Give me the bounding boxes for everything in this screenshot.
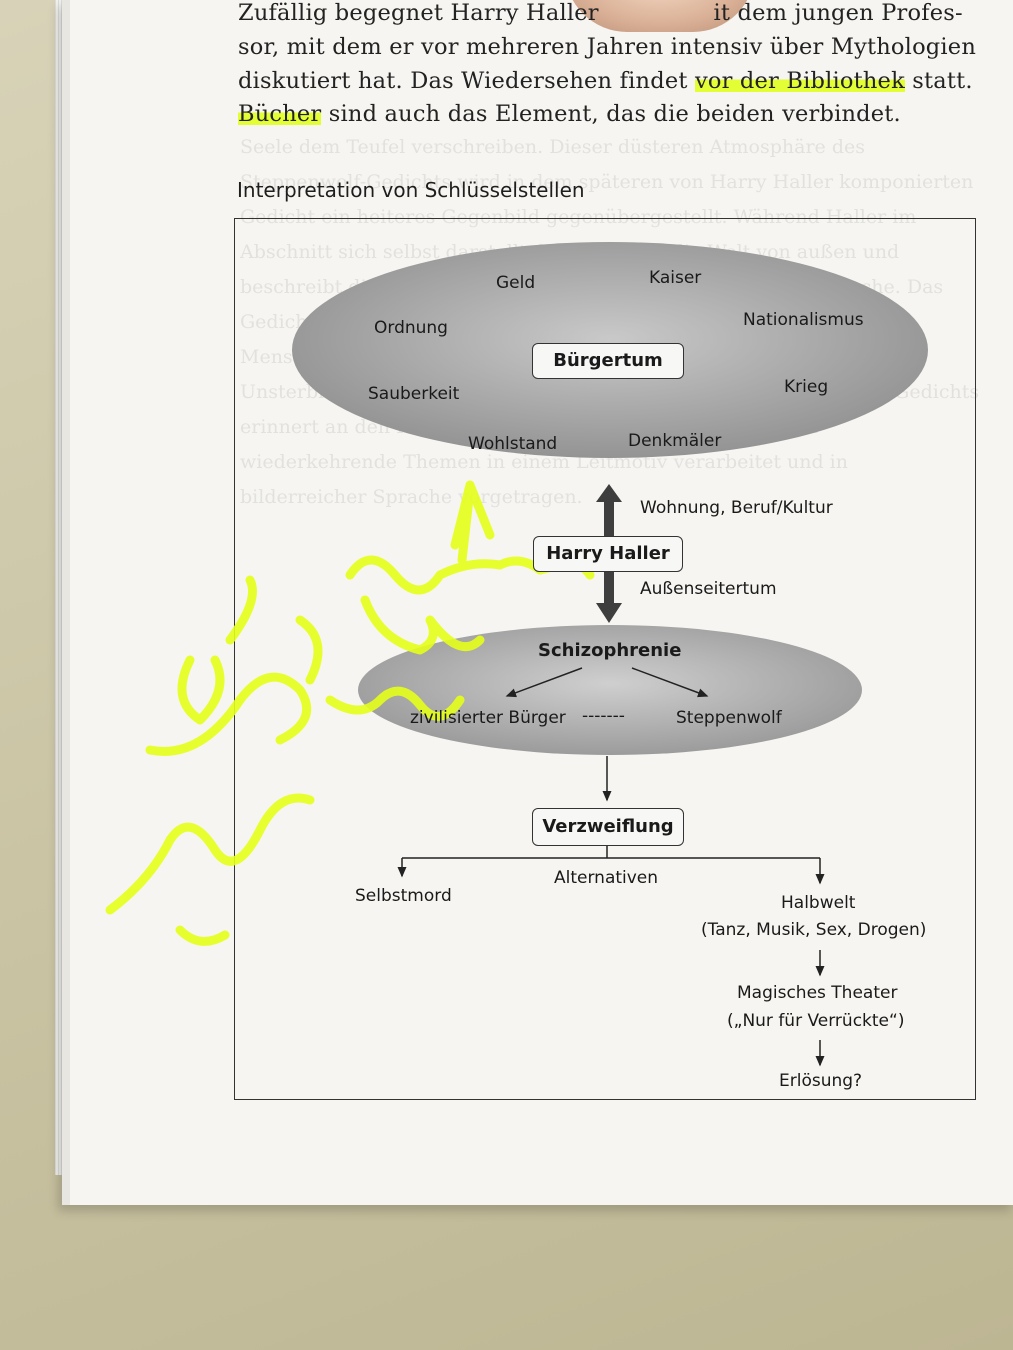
buergertum-box: Bürgertum: [532, 343, 684, 379]
zivilisierter-buerger-label: zivilisierter Bürger: [410, 708, 566, 728]
dashed-connector: -------: [582, 706, 625, 726]
text-line-4-b: sind auch das Element, das die beiden ve…: [328, 101, 901, 127]
selbstmord-label: Selbstmord: [355, 886, 452, 906]
highlighted-buecher: Bücher: [238, 101, 322, 127]
section-heading: Interpretation von Schlüsselstellen: [237, 178, 585, 202]
schizophrenie-title: Schizophrenie: [538, 640, 682, 661]
term-kaiser: Kaiser: [649, 268, 702, 288]
highlighted-vor-der-bibliothek: vor der Bibliothek: [694, 68, 905, 94]
text-line-2-a: sor, mit dem er vor mehreren Jahren: [238, 34, 664, 60]
text-line-2: sor, mit dem er vor mehreren Jahren inte…: [238, 34, 978, 60]
text-line-3-a: diskutiert hat. Das Wiedersehen findet: [238, 68, 688, 94]
term-sauberkeit: Sauberkeit: [368, 384, 460, 404]
page-stack-edge: [55, 0, 65, 1175]
split-arrow-left: [505, 667, 583, 698]
halbwelt-detail: (Tanz, Musik, Sex, Drogen): [701, 920, 927, 940]
arrow-up-label: Wohnung, Beruf/Kultur: [640, 498, 833, 518]
arrow-down-label: Außenseitertum: [640, 579, 777, 599]
theater-detail: („Nur für Verrückte“): [727, 1011, 905, 1031]
erloesung-label: Erlösung?: [779, 1071, 863, 1091]
term-denkmaeler: Denkmäler: [628, 431, 722, 451]
text-line-2-b: intensiv über Mythologien: [670, 34, 977, 60]
steppenwolf-label: Steppenwolf: [676, 708, 782, 728]
split-arrow-right: [631, 667, 709, 698]
term-ordnung: Ordnung: [374, 318, 448, 338]
magisches-theater-label: Magisches Theater: [737, 983, 898, 1003]
text-line-4: Bücher sind auch das Element, das die be…: [238, 101, 978, 127]
text-line-3: diskutiert hat. Das Wiedersehen findet v…: [238, 68, 978, 94]
verzweiflung-box: Verzweiflung: [532, 808, 684, 846]
handwritten-annotation: [105, 480, 595, 946]
text-line-1-b: it dem jungen Profes-: [713, 0, 963, 26]
book-page: [62, 0, 1013, 1205]
diagram-frame: [234, 218, 976, 1100]
halbwelt-label: Halbwelt: [781, 893, 856, 913]
term-wohlstand: Wohlstand: [468, 434, 558, 454]
term-krieg: Krieg: [784, 377, 829, 397]
schizophrenie-ellipse: [358, 625, 862, 755]
text-line-1: Zufällig begegnet Harry Haller it dem ju…: [238, 0, 978, 26]
harry-haller-box: Harry Haller: [533, 536, 683, 572]
text-line-3-b: statt.: [912, 68, 973, 94]
text-line-1-a: Zufällig begegnet Harry Haller: [238, 0, 599, 26]
alternativen-label: Alternativen: [554, 868, 659, 888]
term-nationalismus: Nationalismus: [743, 310, 864, 330]
term-geld: Geld: [496, 273, 536, 293]
